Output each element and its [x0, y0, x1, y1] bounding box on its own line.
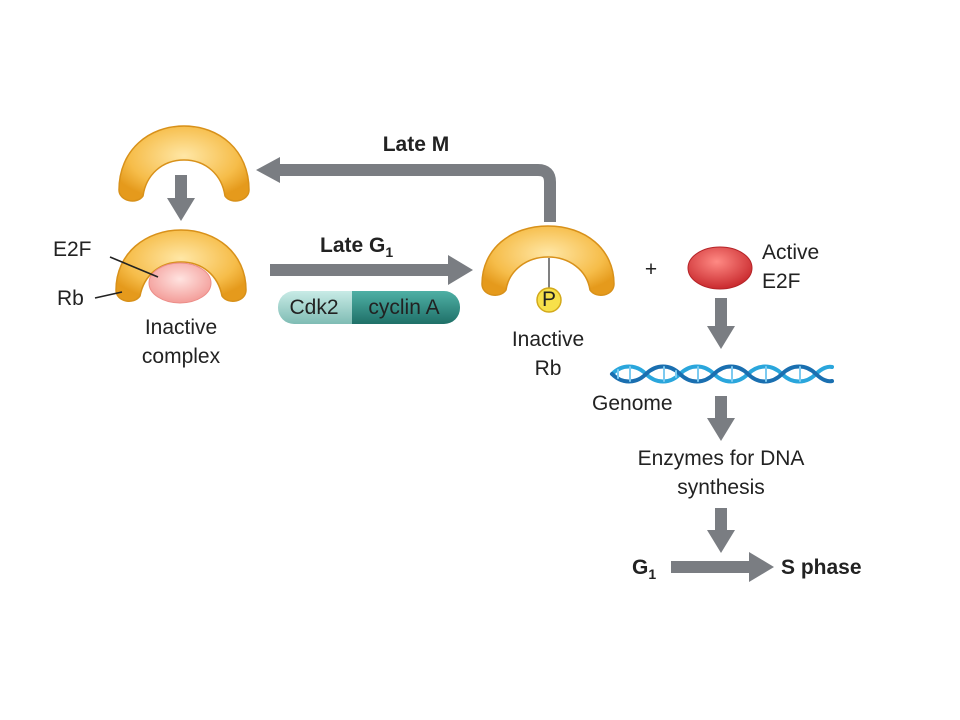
enzymes-label-line2: synthesis: [677, 476, 765, 499]
g1-label: G1: [632, 556, 656, 582]
inactive-complex-label-line2: complex: [142, 345, 221, 368]
arrow-to-genome: [707, 298, 735, 349]
g1-to-s-arrow: [671, 552, 774, 582]
rb-protein-phosphorylated: [481, 225, 615, 296]
inactive-complex-label-line1: Inactive: [145, 316, 217, 339]
down-arrow-to-complex: [167, 175, 195, 221]
arrow-to-enzymes: [707, 396, 735, 441]
e2f-bound: [148, 262, 212, 304]
rb-pointer-line: [94, 291, 123, 299]
inactive-rb-label-line2: Rb: [535, 357, 562, 380]
late-m-arrow: [256, 157, 556, 222]
active-e2f-label-line1: Active: [762, 241, 819, 264]
arrow-to-s-phase: [707, 508, 735, 553]
e2f-pointer-label: E2F: [53, 238, 92, 261]
e2f-active: [687, 246, 753, 290]
cyclin-a-segment: [352, 291, 460, 324]
late-m-label: Late M: [383, 133, 450, 156]
rb-protein-free: [118, 125, 250, 202]
late-g1-arrow: [270, 255, 473, 285]
rb-protein-in-complex: [115, 229, 247, 302]
s-phase-label: S phase: [781, 556, 862, 579]
cdk2-cyclin-a-complex: Cdk2 cyclin A: [278, 291, 460, 324]
inactive-rb-label-line1: Inactive: [512, 328, 584, 351]
cdk2-label: Cdk2: [289, 296, 338, 319]
e2f-pointer-line: [109, 256, 159, 278]
cyclin-a-label: cyclin A: [368, 296, 439, 319]
cdk2-segment: [278, 291, 370, 324]
phosphate-label: P: [542, 288, 556, 311]
late-g1-label: Late G1: [320, 234, 393, 260]
phosphate-circle: [536, 287, 562, 313]
enzymes-label-line1: Enzymes for DNA: [638, 447, 805, 470]
active-e2f-label-line2: E2F: [762, 270, 801, 293]
rb-pointer-label: Rb: [57, 287, 84, 310]
dna-helix: [610, 364, 834, 384]
plus-sign: +: [645, 258, 657, 281]
genome-label: Genome: [592, 392, 673, 415]
